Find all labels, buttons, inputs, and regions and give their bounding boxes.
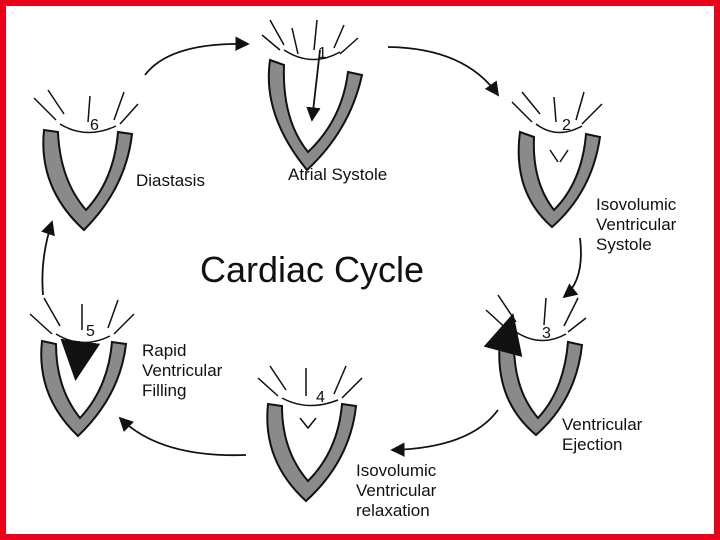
heart-stage-4: 4 (257, 365, 363, 503)
heart-stage-1: 1 (261, 19, 364, 172)
stage-4-label: Isovolumic Ventricular relaxation (356, 461, 441, 520)
heart-stage-3: 3 (483, 294, 587, 437)
heart-stage-6: 6 (33, 89, 139, 232)
arrow-3-to-4 (390, 409, 499, 457)
heart-stage-2: 2 (511, 91, 603, 229)
stage-3-label: Ventricular Ejection (562, 415, 647, 454)
stage-2-number: 2 (562, 117, 571, 134)
stage-3-number: 3 (542, 325, 551, 342)
arrow-5-to-6 (41, 220, 55, 296)
stage-4-number: 4 (316, 389, 325, 406)
arrow-2-to-3 (562, 237, 582, 299)
stage-6-label: Diastasis (136, 171, 205, 190)
stage-1-number: 1 (318, 45, 327, 62)
stage-6-number: 6 (90, 117, 99, 134)
arrow-1-to-2 (387, 46, 500, 97)
stage-5-number: 5 (86, 323, 95, 340)
diagram-title: Cardiac Cycle (200, 249, 424, 290)
stage-2-label: Isovolumic Ventricular Systole (596, 195, 681, 254)
arrow-6-to-1 (144, 36, 250, 76)
stage-1-label: Atrial Systole (288, 165, 387, 184)
stage-5-label: Rapid Ventricular Filling (142, 341, 227, 400)
cycle-arrows (41, 36, 582, 457)
arrow-4-to-5 (118, 416, 247, 457)
heart-stage-5: 5 (29, 297, 135, 438)
